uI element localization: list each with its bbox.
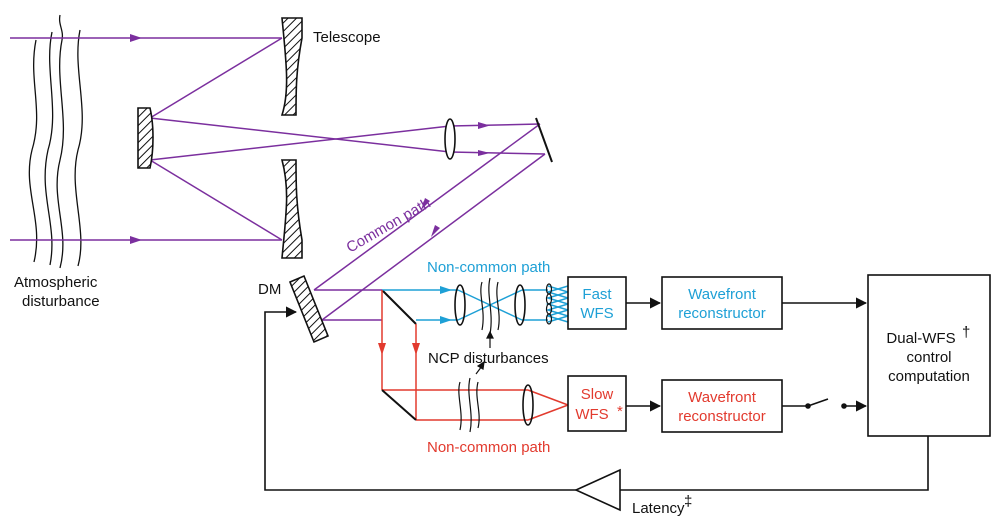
telescope-primary-mirror [280, 17, 303, 259]
slow-path-arrowheads [378, 343, 420, 355]
deformable-mirror [288, 274, 330, 344]
atmos-label-2: disturbance [22, 293, 100, 310]
slow-wfs-box: Slow WFS * [567, 375, 627, 432]
fast-path-arrowheads [440, 286, 452, 324]
svg-text:Wavefront: Wavefront [688, 389, 757, 406]
common-path-rays [10, 37, 546, 321]
switch-contact-right [841, 403, 847, 409]
ncp-disturbances-label: NCP disturbances [428, 350, 549, 367]
atmospheric-disturbance [28, 14, 83, 269]
svg-text:*: * [617, 403, 623, 420]
telescope-label: Telescope [313, 29, 381, 46]
svg-text:Slow: Slow [581, 386, 614, 403]
svg-text:Dual-WFS: Dual-WFS [886, 330, 955, 347]
fast-wfs-box: Fast WFS [567, 276, 627, 330]
atmos-label-1: Atmospheric [14, 274, 98, 291]
wavefront-reconstructor-bottom: Wavefront reconstructor [661, 379, 783, 433]
common-path-arrowheads [130, 34, 490, 244]
wavefront-reconstructor-top: Wavefront reconstructor [661, 276, 783, 330]
collimating-lens [444, 118, 456, 160]
svg-text:Fast: Fast [582, 286, 612, 303]
dm-label: DM [258, 281, 281, 298]
svg-text:reconstructor: reconstructor [678, 305, 766, 322]
dual-wfs-control-box: Dual-WFS † control computation [867, 274, 991, 437]
slow-lens [522, 384, 534, 426]
fast-lens-2 [514, 284, 526, 326]
svg-text:WFS: WFS [580, 305, 613, 322]
ncp-label-top: Non-common path [427, 259, 550, 276]
ncp-label-bottom: Non-common path [427, 439, 550, 456]
svg-text:†: † [962, 324, 970, 341]
slow-fold-mirror [381, 389, 417, 421]
svg-text:computation: computation [888, 368, 970, 385]
latency-amplifier [574, 468, 621, 512]
beam-splitter [381, 289, 417, 325]
svg-text:WFS: WFS [575, 406, 608, 423]
slow-path-rays [381, 290, 569, 421]
svg-text:Wavefront: Wavefront [688, 286, 757, 303]
ncp-disturbance-fast [480, 277, 500, 335]
fast-lens-1 [454, 284, 466, 326]
latency-mark: ‡ [684, 493, 692, 510]
fold-mirror [535, 117, 553, 163]
latency-label: Latency [632, 500, 685, 517]
switch-contact-left [805, 403, 811, 409]
telescope-secondary-mirror [137, 107, 154, 169]
svg-text:control: control [906, 349, 951, 366]
ncp-disturbance-slow [458, 377, 480, 433]
lenslet-array [545, 283, 553, 325]
signal-connectors [264, 297, 929, 491]
svg-text:reconstructor: reconstructor [678, 408, 766, 425]
ncp-pointer-arrows [475, 330, 494, 375]
